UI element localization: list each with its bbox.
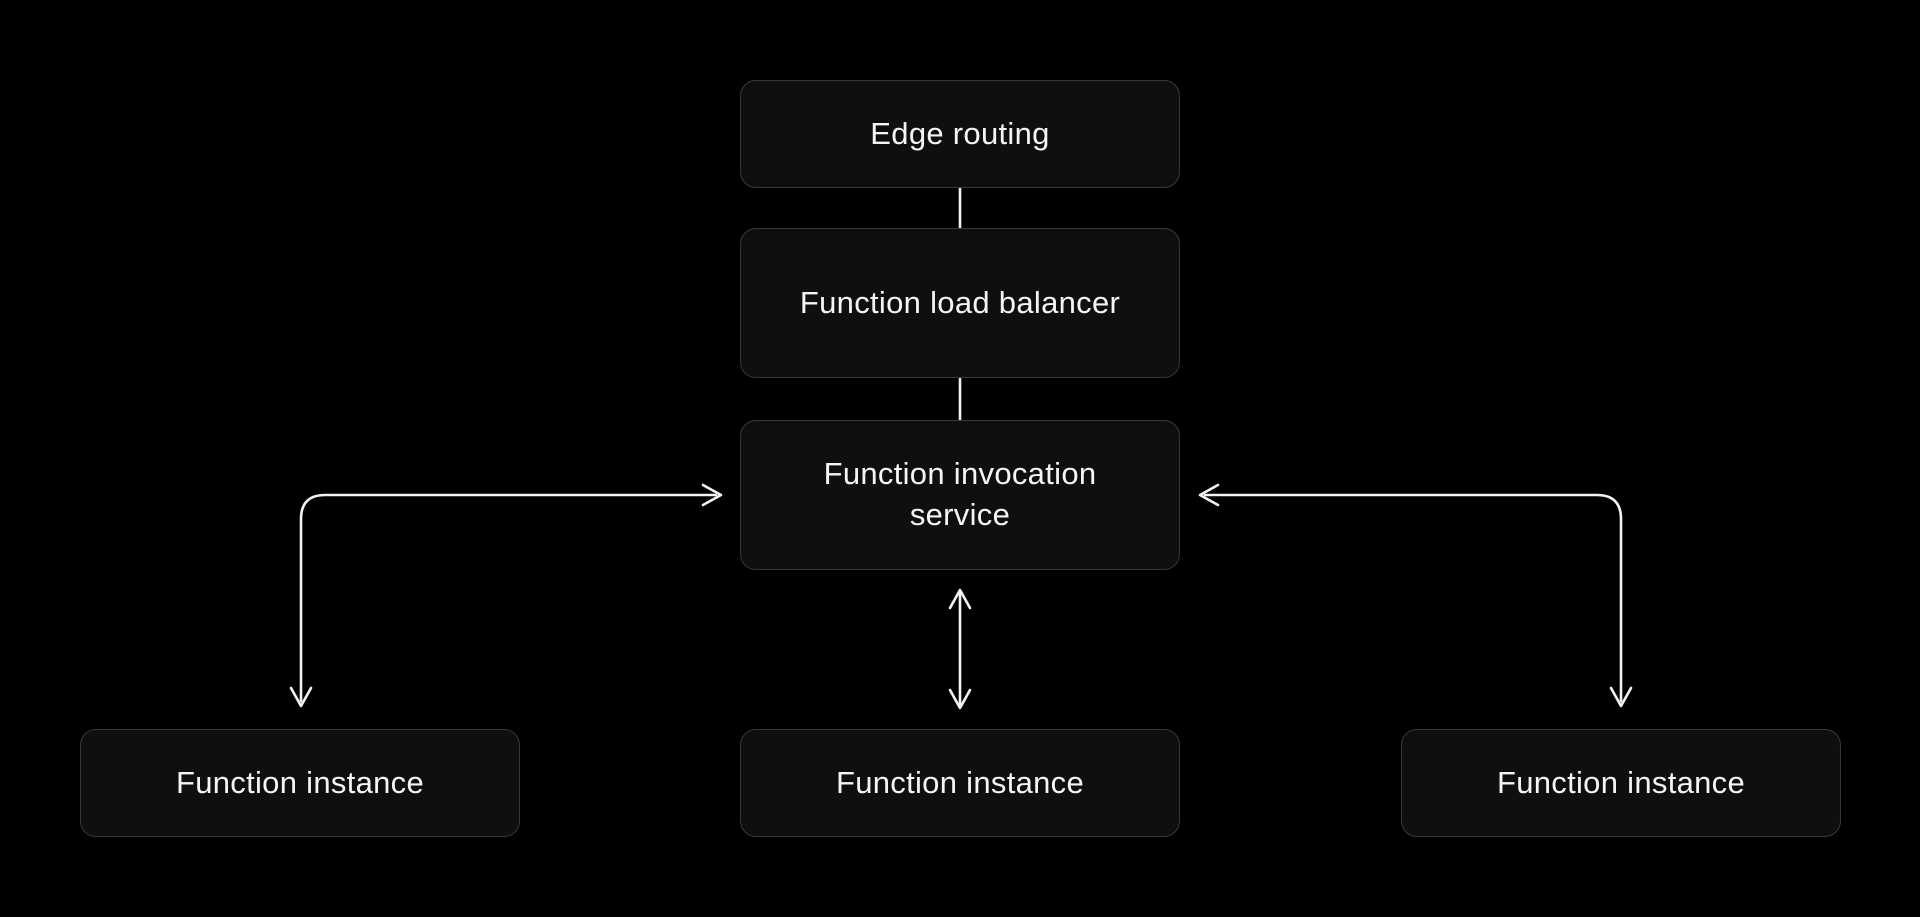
node-edge-routing: Edge routing: [740, 80, 1180, 188]
arrowhead-left-into-service: [1198, 483, 1220, 507]
arrowhead-down-center: [948, 688, 972, 710]
arrowhead-down-right-instance: [1609, 686, 1633, 708]
node-function-load-balancer-label: Function load balancer: [799, 284, 1121, 320]
node-function-load-balancer: Function load balancer: [740, 228, 1180, 378]
arrowhead-down-left-instance: [289, 686, 313, 708]
node-function-instance-right: Function instance: [1401, 729, 1841, 837]
node-edge-routing-label: Edge routing: [870, 115, 1050, 151]
connector-invocation-service-to-left-instance: [299, 493, 718, 703]
connector-invocation-service-to-right-instance: [1203, 493, 1623, 703]
node-function-instance-left-label: Function instance: [175, 764, 425, 800]
node-function-instance-center: Function instance: [740, 729, 1180, 837]
arrowhead-right-into-service: [701, 483, 723, 507]
node-function-invocation-service-label: Function invocation service: [823, 456, 1097, 532]
node-function-instance-center-label: Function instance: [835, 764, 1085, 800]
arrowhead-up-center: [948, 588, 972, 610]
node-function-instance-left: Function instance: [80, 729, 520, 837]
node-function-instance-right-label: Function instance: [1496, 764, 1746, 800]
node-function-invocation-service: Function invocation service: [740, 420, 1180, 570]
